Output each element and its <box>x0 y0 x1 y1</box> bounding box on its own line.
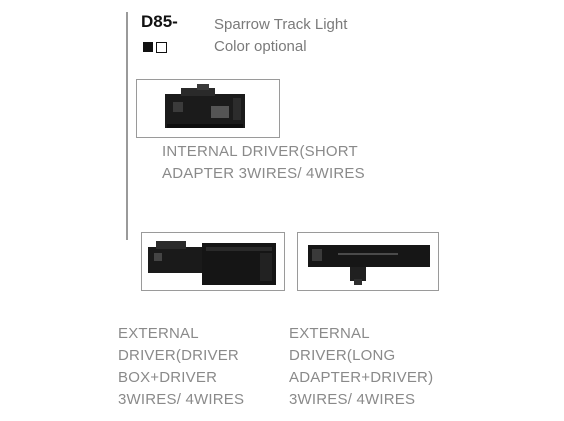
track-adapter-photo <box>165 84 245 128</box>
color-optional-note: Color optional <box>214 38 307 55</box>
caption-line: EXTERNAL <box>118 325 199 342</box>
color-swatch-white <box>156 42 167 53</box>
caption-line: 3WIRES/ 4WIRES <box>118 391 245 408</box>
product-code: D85- <box>141 12 178 31</box>
long-adapter-caption: EXTERNAL DRIVER(LONG ADAPTER+DRIVER) 3WI… <box>289 323 433 411</box>
vertical-divider <box>126 12 128 240</box>
external-driver-box-caption: EXTERNAL DRIVER(DRIVER BOX+DRIVER 3WIRES… <box>118 323 244 411</box>
driver-box-photo <box>148 241 276 285</box>
caption-line: EXTERNAL <box>289 325 370 342</box>
long-adapter-image <box>297 232 439 291</box>
internal-driver-caption: INTERNAL DRIVER(SHORT ADAPTER 3WIRES/ 4W… <box>162 141 365 185</box>
internal-driver-image <box>136 79 280 138</box>
caption-line: DRIVER(DRIVER <box>118 347 239 364</box>
caption-line: DRIVER(LONG <box>289 347 396 364</box>
caption-line: BOX+DRIVER <box>118 369 218 386</box>
caption-line: ADAPTER+DRIVER) <box>289 369 434 386</box>
caption-line: ADAPTER 3WIRES/ 4WIRES <box>162 165 365 182</box>
external-driver-box-image <box>141 232 285 291</box>
color-swatch-black <box>143 42 153 52</box>
caption-line: INTERNAL DRIVER(SHORT <box>162 143 358 160</box>
long-adapter-photo <box>308 245 430 285</box>
caption-line: 3WIRES/ 4WIRES <box>289 391 416 408</box>
product-name: Sparrow Track Light <box>214 16 348 33</box>
